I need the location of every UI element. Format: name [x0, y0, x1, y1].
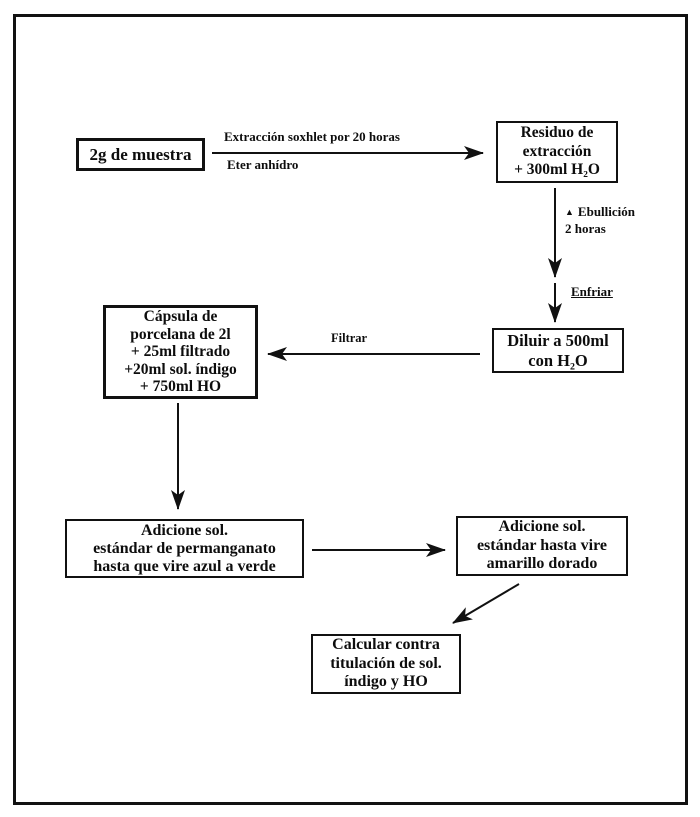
edge-label-boil-text: Ebullición: [577, 204, 635, 219]
node-capsule: Cápsula de porcelana de 2l + 25ml filtra…: [103, 305, 258, 399]
node-sample-line: 2g de muestra: [89, 144, 192, 164]
edge-label-filter: Filtrar: [331, 331, 368, 345]
node-dilute-line: con H₂O: [528, 350, 588, 370]
node-calculate-line: índigo y HO: [344, 673, 428, 691]
node-permanganate: Adicione sol. estándar de permanganato h…: [65, 519, 304, 578]
node-sample: 2g de muestra: [76, 138, 205, 171]
node-residue-line: Residuo de: [520, 124, 594, 142]
node-vire-gold-line: amarillo dorado: [486, 555, 598, 573]
node-dilute-line: Diluir a 500ml: [507, 330, 609, 350]
node-capsule-line: porcelana de 2l: [130, 325, 231, 343]
node-dilute: Diluir a 500ml con H₂O: [492, 328, 624, 373]
node-calculate: Calcular contra titulación de sol. índig…: [311, 634, 461, 694]
node-vire-gold-line: Adicione sol.: [498, 518, 586, 536]
edge-label-boil: ▲Ebullición 2 horas: [565, 204, 635, 236]
edge-label-cool: Enfriar: [571, 284, 613, 299]
node-residue: Residuo de extracción + 300ml H₂O: [496, 121, 618, 183]
node-permanganate-line: estándar de permanganato: [93, 539, 276, 557]
heat-delta-icon: ▲: [565, 207, 574, 217]
edge-label-boil-line1: ▲Ebullición: [565, 204, 635, 221]
node-capsule-line: Cápsula de: [143, 308, 218, 326]
node-calculate-line: titulación de sol.: [330, 654, 442, 672]
edge-label-extraction-bottom: Eter anhídro: [227, 157, 299, 172]
node-capsule-line: + 750ml HO: [139, 378, 222, 396]
edge-label-boil-line2: 2 horas: [565, 221, 606, 236]
node-capsule-line: +20ml sol. índigo: [124, 360, 237, 378]
node-calculate-line: Calcular contra: [332, 636, 440, 654]
diagram-outer-frame: [13, 14, 688, 805]
node-residue-line: extracción: [522, 142, 592, 160]
node-capsule-line: + 25ml filtrado: [130, 343, 231, 361]
node-permanganate-line: hasta que vire azul a verde: [93, 557, 276, 575]
node-residue-line: + 300ml H₂O: [514, 161, 600, 179]
edge-label-extraction-top: Extracción soxhlet por 20 horas: [224, 129, 400, 144]
node-vire-gold-line: estándar hasta vire: [476, 536, 608, 554]
node-permanganate-line: Adicione sol.: [140, 521, 229, 539]
node-vire-gold: Adicione sol. estándar hasta vire amaril…: [456, 516, 628, 576]
